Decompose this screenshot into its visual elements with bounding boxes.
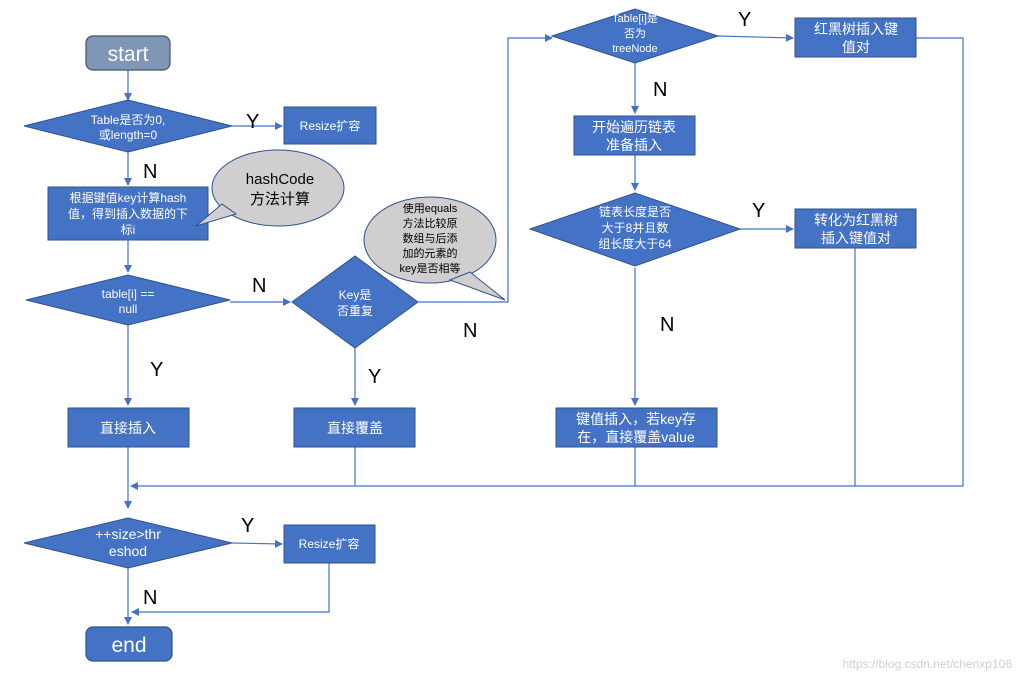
- process-shape: [794, 208, 917, 249]
- compute-line-3: 标i: [121, 223, 136, 237]
- table-empty-decision[interactable]: Table是否为0, 或length=0: [23, 99, 233, 153]
- callout-line-2: 方法比较原: [403, 216, 458, 230]
- direct-insert-node[interactable]: 直接插入: [67, 407, 190, 448]
- traverse-line-1: 开始遍历链表: [592, 119, 676, 135]
- callout-shape: [211, 149, 345, 227]
- label-y: Y: [150, 359, 163, 381]
- end-label: end: [111, 634, 146, 657]
- convert-rbtree-node[interactable]: 转化为红黑树 插入键值对: [794, 208, 917, 249]
- branch-labels: Y N Y N Y N Y N Y N Y N: [143, 9, 765, 609]
- rbtree-insert-line-1: 红黑树插入键: [814, 21, 898, 37]
- start-label: start: [108, 43, 149, 66]
- decision-shape: [550, 8, 720, 64]
- edge-treenode-yes: [717, 33, 794, 42]
- compute-line-1: 根据键值key计算hash: [70, 190, 187, 205]
- decision-line-1: Table[i]是: [612, 12, 658, 25]
- process-shape: [293, 407, 416, 448]
- direct-insert-label: 直接插入: [100, 420, 156, 436]
- label-n: N: [252, 275, 266, 297]
- convert-line-2: 插入键值对: [821, 230, 891, 246]
- callout-line-3: 数组与后添: [403, 231, 458, 245]
- label-n: N: [463, 320, 477, 342]
- kv-insert-node[interactable]: 键值插入，若key存 在，直接覆盖value: [555, 407, 718, 448]
- label-n: N: [653, 79, 667, 101]
- decision-line-2: 否重复: [337, 304, 373, 318]
- decision-line-1: table[i] ==: [102, 287, 155, 301]
- callout-line-5: key是否相等: [399, 261, 460, 275]
- connectors: [124, 33, 964, 625]
- equals-callout: 使用equals 方法比较原 数组与后添 加的元素的 key是否相等: [363, 196, 506, 301]
- callout-tail: [195, 203, 238, 227]
- decision-shape: [25, 274, 231, 326]
- null-check-decision[interactable]: table[i] == null: [25, 274, 231, 326]
- compute-hash-node[interactable]: 根据键值key计算hash 值，得到插入数据的下 标i: [47, 186, 209, 241]
- decision-line-2: eshod: [109, 543, 147, 559]
- resize-label: Resize扩容: [300, 118, 361, 133]
- decision-line-3: treeNode: [612, 43, 657, 55]
- direct-overwrite-node[interactable]: 直接覆盖: [293, 407, 416, 448]
- callout-line-1: 使用equals: [403, 202, 458, 215]
- compute-line-2: 值，得到插入数据的下: [68, 206, 188, 221]
- rbtree-insert-node[interactable]: 红黑树插入键 值对: [794, 17, 917, 58]
- start-node[interactable]: start: [85, 35, 171, 71]
- callout-line-4: 加的元素的: [403, 246, 458, 260]
- decision-shape: [23, 517, 233, 569]
- callout-tail: [448, 271, 506, 301]
- edge-key-dup-no: [418, 34, 553, 303]
- decision-line-1: 链表长度是否: [599, 204, 671, 219]
- key-duplicate-decision[interactable]: Key是 否重复: [291, 255, 419, 349]
- kv-insert-line-1: 键值插入，若key存: [576, 411, 696, 427]
- label-y: Y: [241, 515, 254, 537]
- decision-line-2: null: [119, 302, 138, 316]
- direct-overwrite-label: 直接覆盖: [327, 420, 383, 436]
- decision-line-2: 大于8并且数: [602, 220, 669, 235]
- label-y: Y: [738, 9, 751, 31]
- decision-line-1: ++size>thr: [95, 526, 161, 542]
- process-shape: [283, 524, 376, 564]
- decision-line-1: Key是: [339, 288, 372, 302]
- process-shape: [573, 115, 696, 156]
- process-shape: [555, 407, 718, 448]
- treenode-decision[interactable]: Table[i]是 否为 treeNode: [550, 8, 720, 64]
- resize-label: Resize扩容: [299, 536, 360, 551]
- edge-size-yes: [231, 539, 283, 548]
- end-terminal-shape: [85, 626, 173, 662]
- convert-line-1: 转化为红黑树: [814, 212, 898, 228]
- start-terminal-shape: [85, 35, 171, 71]
- size-check-decision[interactable]: ++size>thr eshod: [23, 517, 233, 569]
- watermark: https://blog.csdn.net/chenxp106: [843, 657, 1013, 671]
- decision-line-2: 或length=0: [99, 128, 158, 142]
- decision-shape: [23, 99, 233, 153]
- label-y: Y: [246, 111, 259, 133]
- edge-resize-to-end: [131, 563, 330, 616]
- callout-line-2: 方法计算: [250, 190, 310, 208]
- callout-line-1: hashCode: [246, 171, 314, 188]
- label-y: Y: [752, 200, 765, 222]
- kv-insert-line-2: 在，直接覆盖value: [577, 429, 695, 445]
- end-node[interactable]: end: [85, 626, 173, 662]
- traverse-line-2: 准备插入: [606, 137, 662, 153]
- decision-shape: [528, 192, 742, 267]
- traverse-list-node[interactable]: 开始遍历链表 准备插入: [573, 115, 696, 156]
- resize-node-bottom[interactable]: Resize扩容: [283, 524, 376, 564]
- decision-line-2: 否为: [624, 27, 646, 40]
- callout-shape: [363, 196, 497, 284]
- resize-node-top[interactable]: Resize扩容: [283, 106, 377, 145]
- decision-line-3: 组长度大于64: [598, 236, 672, 251]
- label-n: N: [143, 161, 157, 183]
- label-n: N: [143, 587, 157, 609]
- edge-rbtree-return: [130, 37, 964, 490]
- length-check-decision[interactable]: 链表长度是否 大于8并且数 组长度大于64: [528, 192, 742, 267]
- process-shape: [47, 186, 209, 241]
- process-shape: [67, 407, 190, 448]
- label-y: Y: [368, 366, 381, 388]
- decision-shape: [291, 255, 419, 349]
- rbtree-insert-line-2: 值对: [842, 39, 870, 55]
- process-shape: [283, 106, 377, 145]
- decision-line-1: Table是否为0,: [91, 113, 166, 127]
- process-shape: [794, 17, 917, 58]
- hashcode-callout: hashCode 方法计算: [195, 149, 345, 227]
- label-n: N: [660, 314, 674, 336]
